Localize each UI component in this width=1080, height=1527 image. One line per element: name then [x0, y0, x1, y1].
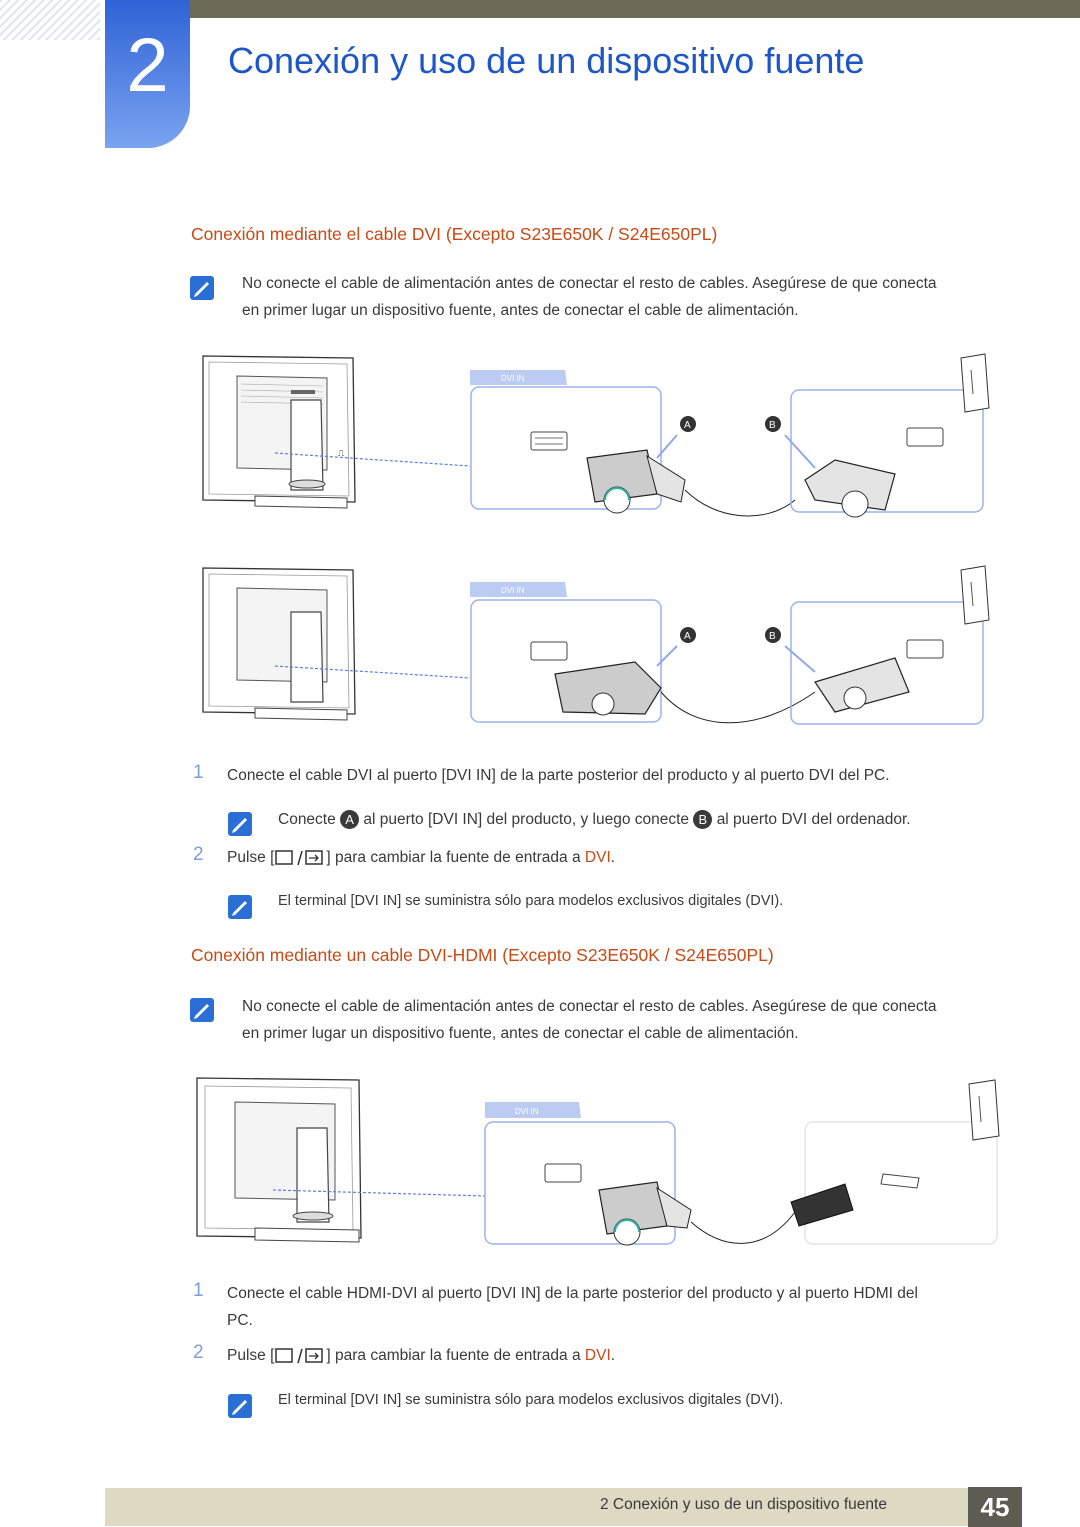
step-number: 2 [193, 1342, 204, 1363]
label-b: B [769, 631, 776, 642]
section1-step1-text: Conecte el cable DVI al puerto [DVI IN] … [227, 767, 890, 784]
step-number: 2 [193, 844, 204, 865]
step2-dvi: DVI [584, 1347, 611, 1364]
dvi-in-label: DVI IN [501, 586, 525, 595]
page-number: 45 [968, 1487, 1022, 1527]
section2-heading: Conexión mediante un cable DVI-HDMI (Exc… [191, 945, 774, 965]
note-icon [190, 998, 214, 1022]
step2-post: ] para cambiar la fuente de entrada a [326, 849, 581, 866]
section1-step1-note: Conecte A al puerto [DVI IN] del product… [278, 806, 911, 833]
section1-note-line2: en primer lugar un dispositivo fuente, a… [242, 302, 799, 319]
label-a: A [684, 420, 691, 431]
section1-note: No conecte el cable de alimentación ante… [242, 270, 937, 324]
note-text-a: Conecte [278, 811, 336, 828]
source-button-icon [275, 1348, 324, 1364]
step2-dot: . [610, 1347, 616, 1364]
chapter-number-badge: 2 [105, 0, 190, 148]
step2-dot: . [610, 849, 616, 866]
dvi-in-label: DVI IN [501, 374, 525, 383]
section2-note-line2: en primer lugar un dispositivo fuente, a… [242, 1025, 799, 1042]
section2-step2-note: El terminal [DVI IN] se suministra sólo … [278, 1392, 784, 1408]
section2-note-line1: No conecte el cable de alimentación ante… [242, 998, 937, 1015]
section1-step2-note: El terminal [DVI IN] se suministra sólo … [278, 893, 784, 909]
label-a-circle: A [340, 810, 360, 830]
note-icon [228, 1394, 252, 1418]
svg-text:⎍: ⎍ [338, 448, 345, 458]
section2-step2: Pulse [ ] para cambiar la fuente de entr… [227, 1342, 615, 1369]
note-text-end: al puerto DVI del ordenador. [716, 811, 911, 828]
monitor-back-illustration: ⎍ [202, 355, 356, 509]
section2-note: No conecte el cable de alimentación ante… [242, 993, 937, 1047]
label-b: B [769, 420, 776, 431]
label-a: A [684, 631, 691, 642]
section2-step1-line1: Conecte el cable HDMI-DVI al puerto [DVI… [227, 1285, 918, 1302]
step-number: 1 [193, 762, 204, 783]
source-button-icon [275, 850, 324, 866]
section1-note-line1: No conecte el cable de alimentación ante… [242, 275, 937, 292]
dvi-hdmi-connection-diagram: DVI IN [196, 1077, 1000, 1246]
note-icon [228, 895, 252, 919]
label-b-circle: B [693, 810, 713, 830]
footer-chapter-text: 2 Conexión y uso de un dispositivo fuent… [600, 1496, 887, 1513]
note-icon [228, 812, 252, 836]
header-hatch [0, 0, 100, 40]
header-bar [190, 0, 1080, 18]
section1-heading: Conexión mediante el cable DVI (Excepto … [191, 224, 718, 244]
section1-step2: Pulse [ ] para cambiar la fuente de entr… [227, 844, 615, 871]
note-text-mid: al puerto [DVI IN] del producto, y luego… [363, 811, 690, 828]
note-icon [190, 276, 214, 300]
step2-pre: Pulse [ [227, 849, 275, 866]
footer-bar [105, 1488, 968, 1526]
step2-dvi: DVI [584, 849, 611, 866]
dvi-connection-diagram: ⎍ DVI IN A B [202, 353, 990, 518]
dvi-connection-diagram-alt: DVI IN A B [202, 565, 990, 725]
step-number: 1 [193, 1280, 204, 1301]
chapter-title: Conexión y uso de un dispositivo fuente [228, 40, 865, 81]
step2-pre: Pulse [ [227, 1347, 275, 1364]
step2-post: ] para cambiar la fuente de entrada a [326, 1347, 581, 1364]
section2-step1-line2: PC. [227, 1312, 253, 1329]
section2-step1-text: Conecte el cable HDMI-DVI al puerto [DVI… [227, 1280, 918, 1334]
dvi-in-label: DVI IN [515, 1107, 539, 1116]
chapter-number: 2 [126, 23, 169, 108]
